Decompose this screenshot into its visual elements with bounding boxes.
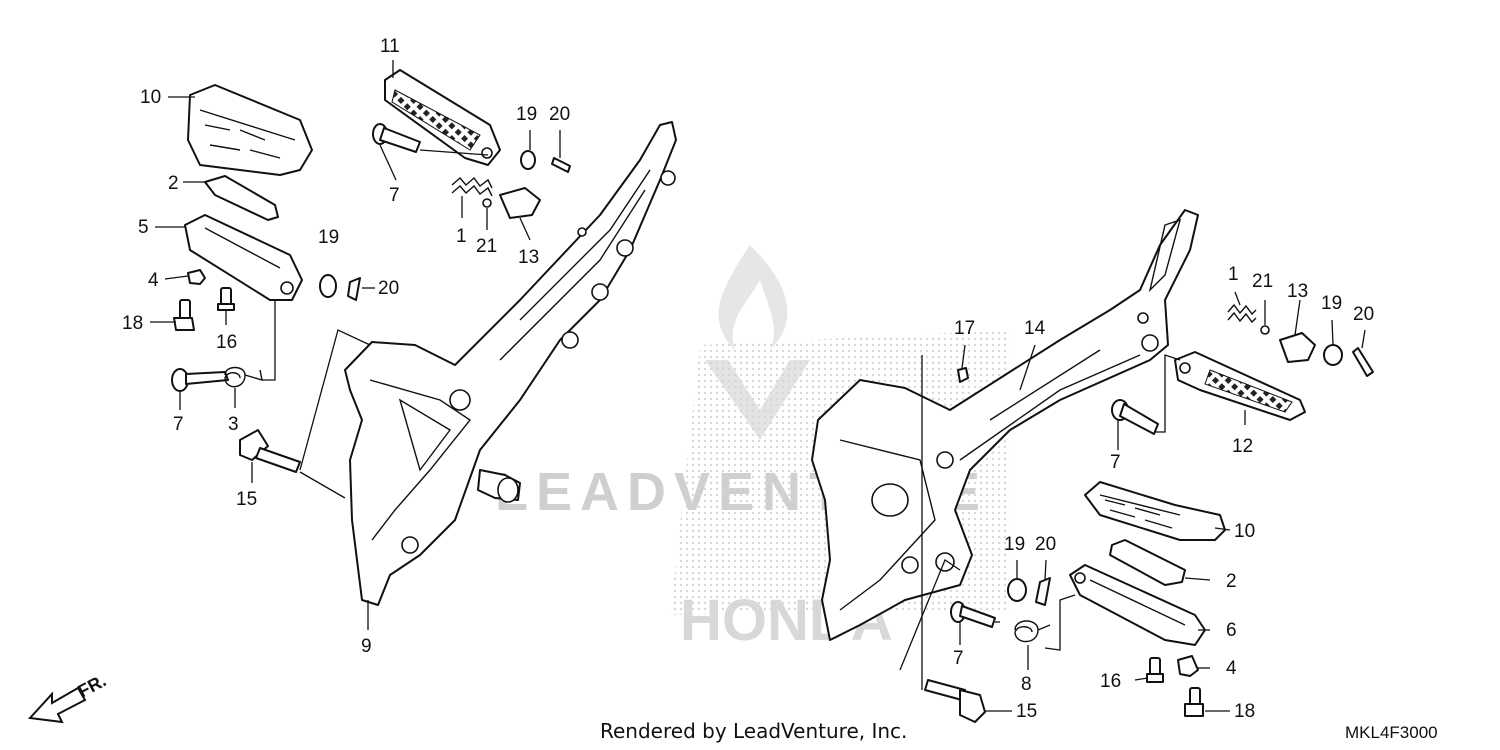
- callout-label: 20: [549, 104, 570, 125]
- right-upper-washer-19: [1323, 344, 1343, 366]
- callout-label: 2: [168, 173, 179, 194]
- left-spring-plate: [204, 175, 279, 221]
- callout-label: 2: [1226, 571, 1237, 592]
- callout-label: 7: [953, 648, 964, 669]
- callout-label: 8: [1021, 674, 1032, 695]
- callout-label: 7: [1110, 452, 1121, 473]
- callout-label: 19: [1004, 534, 1025, 555]
- flame-logo-icon: [718, 245, 788, 350]
- left-washer-19: [319, 274, 337, 298]
- callout-label: 19: [318, 227, 339, 248]
- callout-label: 7: [389, 185, 400, 206]
- callout-label: 16: [216, 332, 237, 353]
- left-upper-pin-7: [372, 123, 421, 153]
- front-direction-indicator: FR.: [27, 670, 109, 724]
- left-leader-lines: [150, 60, 561, 630]
- left-upper-ball-21: [482, 198, 492, 208]
- callout-label: 3: [228, 414, 239, 435]
- callout-label: 21: [1252, 271, 1273, 292]
- diagram-code: MKL4F3000: [1345, 723, 1438, 742]
- callout-label: 13: [518, 247, 539, 268]
- left-return-spring-3: [224, 366, 263, 388]
- left-step-holder-bracket: [344, 121, 677, 606]
- callout-label: 18: [1234, 701, 1255, 722]
- right-bolt-18: [1184, 687, 1204, 717]
- callout-label: 5: [138, 217, 149, 238]
- right-upper-cotter-pin-20: [1352, 347, 1374, 377]
- right-bolt-16: [1146, 657, 1164, 683]
- front-arrow-icon: [27, 686, 87, 724]
- callout-label: 13: [1287, 281, 1308, 302]
- right-grommet-17: [957, 367, 969, 383]
- right-upper-footpeg-12: [1174, 351, 1306, 421]
- left-bolt-18: [173, 299, 195, 331]
- right-spring-plate: [1109, 539, 1186, 586]
- callout-label: 6: [1226, 620, 1237, 641]
- right-leader-lines: [899, 291, 1366, 712]
- right-step-holder-bracket: [811, 209, 1199, 641]
- right-footpeg-rubber: [1084, 481, 1226, 541]
- callout-label: 21: [476, 236, 497, 257]
- right-cap-nut: [1177, 655, 1199, 677]
- callout-label: 16: [1100, 671, 1121, 692]
- callout-label: 19: [1321, 293, 1342, 314]
- left-bolt-16: [217, 287, 235, 311]
- callout-label: 9: [361, 636, 372, 657]
- callout-label: 4: [148, 270, 159, 291]
- right-upper-ball-21: [1260, 325, 1270, 335]
- callout-label: 15: [1016, 701, 1037, 722]
- right-upper-spring-1: [1227, 303, 1257, 324]
- callout-label: 20: [1035, 534, 1056, 555]
- callout-label: 1: [1228, 264, 1239, 285]
- right-upper-pin-7: [1111, 399, 1159, 435]
- right-footpeg-step: [1069, 564, 1206, 646]
- left-upper-spring-1: [451, 176, 493, 197]
- callout-label: 15: [236, 489, 257, 510]
- callout-label: 18: [122, 313, 143, 334]
- right-upper-detent-13: [1279, 332, 1316, 363]
- callout-label: 11: [380, 36, 400, 57]
- left-upper-cotter-pin-20: [551, 157, 571, 173]
- left-footpeg-rubber: [187, 84, 313, 176]
- callout-label: 20: [1353, 304, 1374, 325]
- callout-label: 14: [1024, 318, 1046, 339]
- left-pin-7-lower: [171, 368, 229, 392]
- left-footpeg-step: [184, 214, 303, 301]
- callout-label: 1: [456, 226, 467, 247]
- right-cotter-pin-20: [1035, 577, 1051, 606]
- left-upper-detent-13: [499, 187, 541, 219]
- callout-label: 10: [140, 87, 161, 108]
- right-pin-7-lower: [950, 601, 996, 628]
- left-cotter-pin-20: [347, 277, 361, 301]
- right-return-spring-8: [1014, 620, 1051, 643]
- left-upper-footpeg-11: [384, 69, 501, 166]
- callout-label: 19: [516, 104, 537, 125]
- callout-label: 12: [1232, 436, 1253, 457]
- callout-label: 4: [1226, 658, 1237, 679]
- left-upper-washer-19: [520, 150, 536, 170]
- right-bolt-15: [924, 679, 986, 723]
- left-cap-nut: [187, 269, 206, 285]
- callout-label: 20: [378, 278, 399, 299]
- callout-label: 7: [173, 414, 184, 435]
- rendered-by-text: Rendered by LeadVenture, Inc.: [600, 719, 907, 743]
- left-bolt-15: [239, 429, 301, 473]
- callout-labels: 10 2 5 4 18 16 7 3 15 9 19 20 11 7 19 20…: [122, 36, 1374, 722]
- callout-label: 10: [1234, 521, 1255, 542]
- right-washer-19: [1007, 578, 1027, 602]
- callout-label: 17: [954, 318, 975, 339]
